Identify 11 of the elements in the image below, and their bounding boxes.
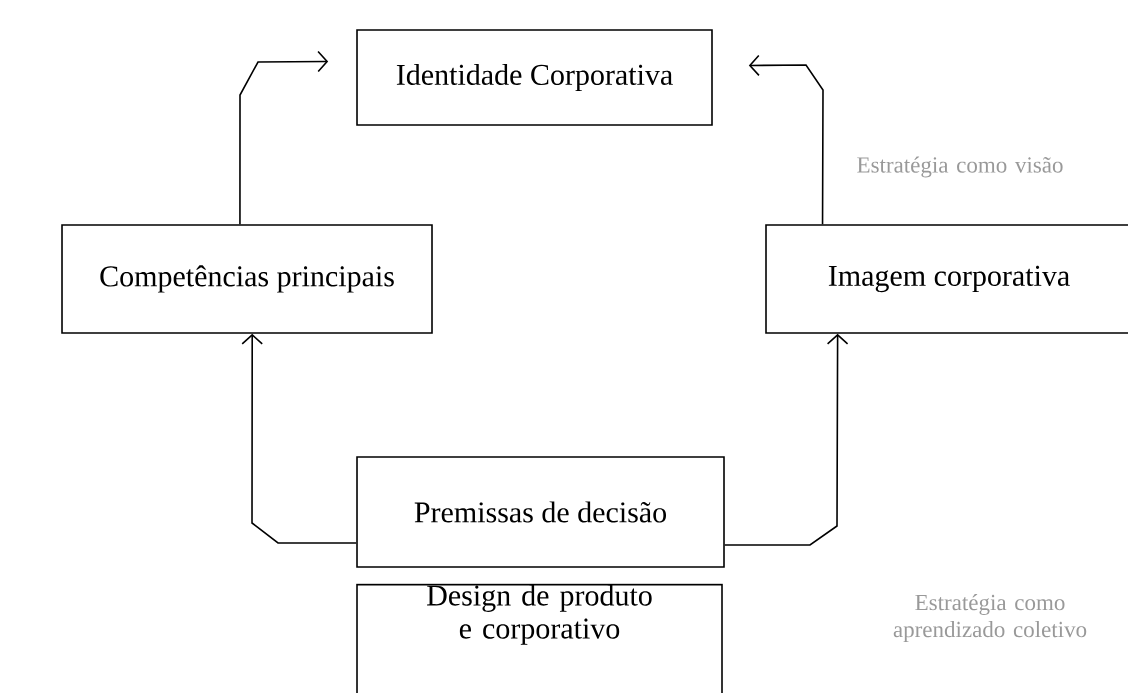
process-box: Imagem corporativa xyxy=(765,224,1128,334)
arrow xyxy=(241,333,357,544)
process-box: Identidade Corporativa xyxy=(356,29,713,126)
process-box: Design de produto e corporativo xyxy=(356,583,723,693)
note-text: Estratégia como visão xyxy=(857,156,1063,178)
arrow xyxy=(748,54,824,225)
note-text: Estratégia como aprendizado coletivo xyxy=(893,594,1087,642)
process-box: Premissas de decisão xyxy=(356,456,725,568)
process-box: Competências principais xyxy=(61,224,433,334)
arrow xyxy=(724,333,849,546)
arrow xyxy=(239,50,329,225)
